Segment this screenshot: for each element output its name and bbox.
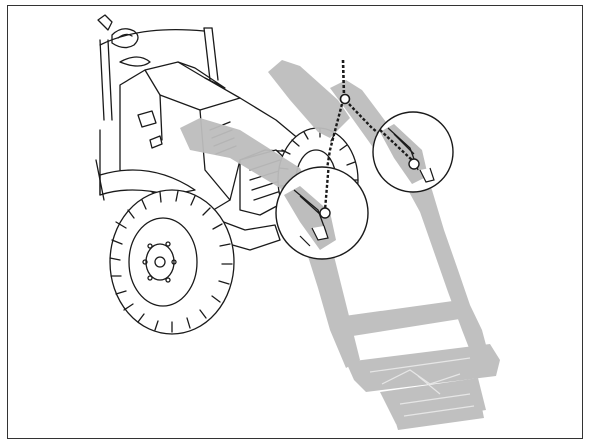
detail-circle-right xyxy=(372,111,454,193)
detail-circle-left xyxy=(275,166,369,260)
rear-wheel xyxy=(109,189,235,335)
loader-detail-lines xyxy=(369,357,475,417)
chain-ring xyxy=(339,93,351,105)
